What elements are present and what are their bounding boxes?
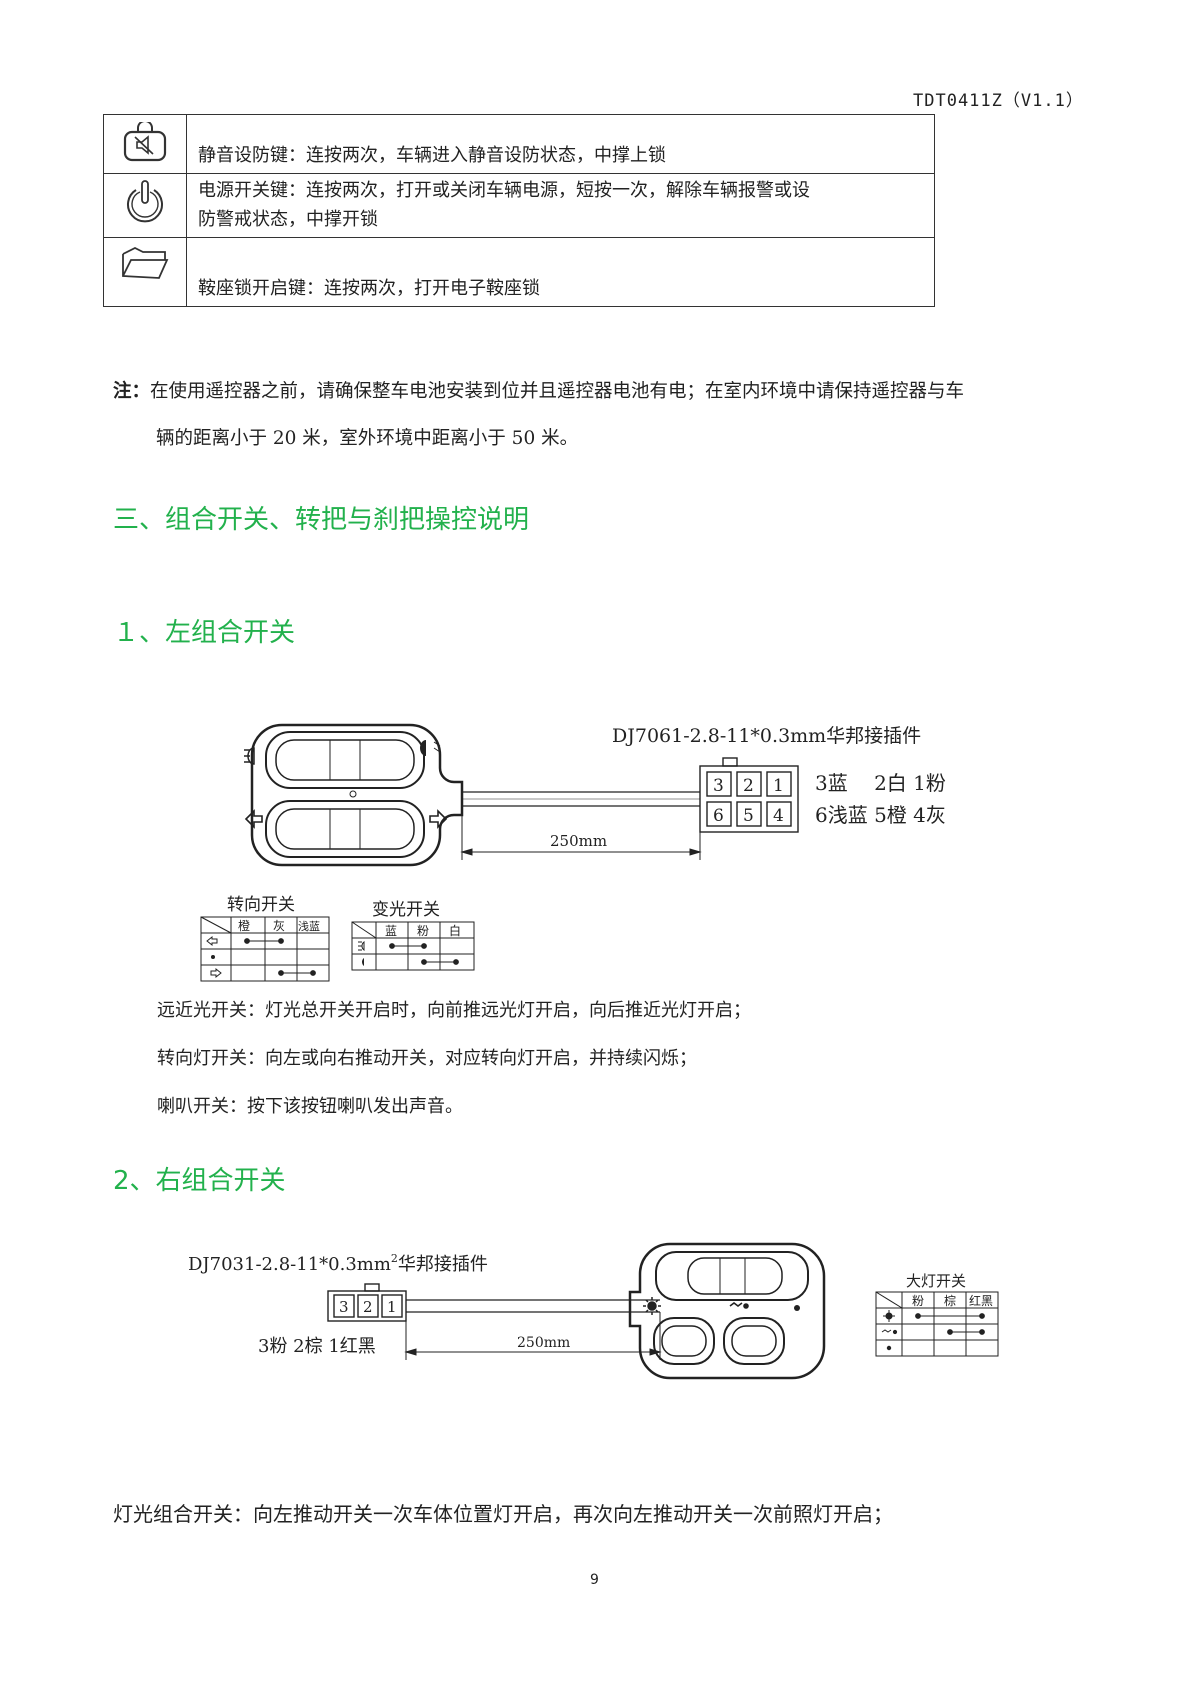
table-row: 电源开关键：连按两次，打开或关闭车辆电源，短按一次，解除车辆报警或设 防警戒状态… — [103, 173, 935, 238]
table-row: 鞍座锁开启键：连按两次，打开电子鞍座锁 — [103, 237, 935, 307]
pin-4: 4 — [773, 806, 784, 826]
note-line1: 在使用遥控器之前，请确保整车电池安装到位并且遥控器电池有电；在室内环境中请保持遥… — [150, 381, 965, 402]
beam-table-title: 变光开关 — [372, 900, 440, 920]
pin-2: 2 — [743, 776, 754, 796]
wire-colors-line1: 3蓝 2白 1粉 — [815, 771, 946, 795]
turn-off-row-icon — [211, 955, 215, 959]
right-connector — [327, 1283, 407, 1322]
turn-table-connections — [244, 938, 316, 976]
right-pin-2: 2 — [363, 1298, 373, 1316]
right-wire-colors: 3粉 2棕 1红黑 — [258, 1336, 376, 1357]
pin-1: 1 — [773, 776, 784, 796]
lamp-switch-desc: 灯光组合开关：向左推动开关一次车体位置灯开启，再次向左推动开关一次前照灯开启； — [113, 1502, 893, 1526]
seat-key-description: 鞍座锁开启键：连按两次，打开电子鞍座锁 — [186, 237, 935, 307]
note-label: 注： — [113, 381, 151, 402]
low-beam-row-icon — [362, 958, 364, 966]
turn-left-row-icon — [206, 935, 218, 947]
high-beam-row-icon — [358, 940, 365, 952]
power-icon — [127, 180, 163, 223]
folder-seat-icon — [122, 246, 169, 279]
left-connector — [699, 757, 799, 833]
right-switch-body — [628, 1242, 826, 1380]
note-line2: 辆的距离小于 20 米，室外环境中距离小于 50 米。 — [156, 428, 579, 449]
turn-right-row-icon — [210, 967, 222, 979]
lamp-row-position-icon — [881, 1329, 898, 1335]
left-switch-title: １、左组合开关 — [113, 618, 296, 648]
power-key-line1: 电源开关键：连按两次，打开或关闭车辆电源，短按一次，解除车辆报警或设 — [198, 180, 810, 201]
headlight-high-icon — [244, 747, 255, 765]
right-switch-title: 2、右组合开关 — [113, 1166, 286, 1196]
lamp-col-pink: 粉 — [912, 1294, 924, 1308]
beam-switch-desc: 远近光开关：灯光总开关开启时，向前推远光灯开启，向后推近光灯开启； — [157, 1000, 751, 1021]
power-key-description: 电源开关键：连按两次，打开或关闭车辆电源，短按一次，解除车辆报警或设 防警戒状态… — [186, 173, 935, 238]
beam-col-white: 白 — [449, 923, 461, 938]
left-switch-body — [250, 723, 464, 867]
beam-switch-table: 变光开关 蓝 粉 白 — [351, 900, 475, 971]
document-code: TDT0411Z（V1.1） — [913, 91, 1084, 111]
lamp-table-connections — [915, 1313, 985, 1335]
power-key-line2: 防警戒状态，中撑开锁 — [198, 209, 378, 230]
horn-switch-desc: 喇叭开关：按下该按钮喇叭发出声音。 — [157, 1096, 463, 1117]
right-switch-diagram: DJ7031-2.8-11*0.3mm2华邦接插件 3 2 1 3粉 2棕 1红… — [188, 1242, 826, 1380]
usage-note: 注：在使用遥控器之前，请确保整车电池安装到位并且遥控器电池有电；在室内环境中请保… — [113, 368, 1093, 462]
pin-6: 6 — [713, 806, 724, 826]
right-cable-length: 250mm — [517, 1335, 570, 1351]
left-connector-label: DJ7061-2.8-11*0.3mm华邦接插件 — [612, 725, 921, 747]
turn-col-lightblue: 浅蓝 — [298, 920, 320, 933]
turn-right-arrow-icon — [429, 809, 448, 829]
page-number: 9 — [590, 1572, 599, 1588]
turn-col-orange: 橙 — [238, 918, 250, 933]
turn-switch-desc: 转向灯开关：向左或向右推动开关，对应转向灯开启，并持续闪烁； — [157, 1048, 697, 1069]
lamp-row-off-icon — [886, 1345, 892, 1351]
lamp-col-brown: 棕 — [944, 1293, 956, 1308]
left-cable-length: 250mm — [550, 832, 607, 850]
lamp-row-sun-icon — [883, 1310, 895, 1322]
beam-table-connections — [389, 943, 459, 965]
mute-lock-icon — [123, 119, 167, 161]
turn-col-grey: 灰 — [273, 919, 285, 933]
lamp-col-redblack: 红黑 — [969, 1293, 993, 1308]
headlamp-sun-icon — [643, 1297, 661, 1315]
left-cable — [460, 791, 702, 860]
beam-col-blue: 蓝 — [385, 924, 397, 938]
turn-left-arrow-icon — [244, 809, 263, 829]
lamp-table-title: 大灯开关 — [906, 1272, 966, 1290]
mute-lock-icon-cell — [103, 114, 187, 174]
power-icon-cell — [103, 173, 187, 238]
mute-lock-description: 静音设防键：连按两次，车辆进入静音设防状态，中撑上锁 — [186, 114, 935, 174]
right-pin-3: 3 — [339, 1298, 349, 1316]
right-connector-label: DJ7031-2.8-11*0.3mm2华邦接插件 — [188, 1252, 488, 1275]
pin-5: 5 — [743, 806, 754, 826]
turn-switch-table: 转向开关 橙 灰 浅蓝 — [200, 895, 330, 982]
left-switch-diagram: 250mm DJ7061-2.8-11*0.3mm华邦接插件 3 2 1 6 5… — [244, 723, 946, 867]
position-lamp-icon — [729, 1302, 749, 1309]
wire-colors-line2: 6浅蓝 5橙 4灰 — [815, 803, 946, 827]
right-cable — [404, 1299, 662, 1360]
beam-col-pink: 粉 — [417, 924, 429, 938]
right-pin-1: 1 — [387, 1298, 397, 1316]
turn-table-title: 转向开关 — [227, 895, 295, 915]
table-row: 静音设防键：连按两次，车辆进入静音设防状态，中撑上锁 — [103, 114, 935, 174]
pin-3: 3 — [713, 776, 724, 796]
seat-icon-cell — [103, 237, 187, 307]
headlight-low-icon — [420, 740, 441, 756]
headlamp-switch-table: 大灯开关 粉 棕 红黑 — [875, 1272, 999, 1357]
remote-key-table: 静音设防键：连按两次，车辆进入静音设防状态，中撑上锁 电源开关键：连按两次，打开… — [103, 114, 935, 307]
section-title: 三、组合开关、转把与刹把操控说明 — [113, 505, 530, 535]
off-indicator-dot — [794, 1305, 800, 1311]
